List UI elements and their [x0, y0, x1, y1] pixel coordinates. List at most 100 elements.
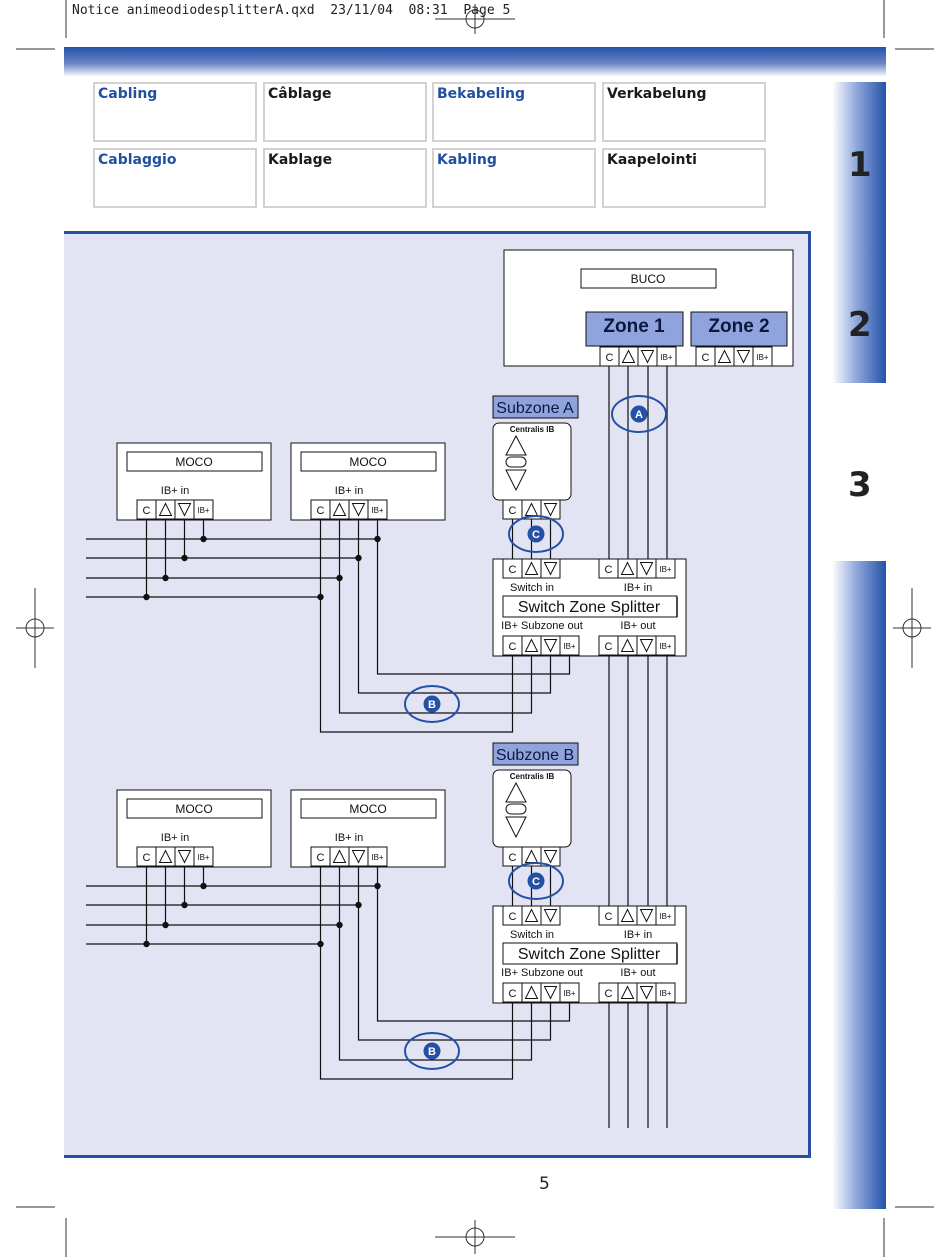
subzone-b-moco-label-box-2	[300, 798, 437, 819]
subzone-b-ib-in-ib	[655, 905, 676, 926]
junction-dot	[200, 882, 207, 890]
subzone-a-label-b-ellipse	[404, 685, 460, 723]
subzone-a-moco-ib-in-2: IB+ in	[335, 485, 363, 497]
subzone-a-label: Subzone A	[496, 400, 574, 417]
up-arrow-icon	[158, 502, 173, 516]
subzone-b-ib-out-label: IB+ out	[620, 967, 655, 979]
subzone-b-label-c-badge	[527, 872, 545, 890]
up-arrow-icon	[621, 349, 636, 363]
section-number-1: 1	[848, 145, 872, 185]
subzone-a-ib-in-ib-label: IB+	[659, 565, 672, 574]
subzone-b-switch-in-label: Switch in	[510, 929, 554, 941]
zone1-terminal-ib-label: IB+	[660, 353, 673, 362]
subzone-b-label-b-badge	[423, 1042, 441, 1060]
zone1-terminal-c-label: C	[606, 352, 614, 364]
language-box-nl: Bekabeling	[432, 82, 596, 142]
subzone-b-label-b-letter: B	[428, 1046, 436, 1058]
subzone-a-centralis-terminal-c-label: C	[509, 505, 517, 517]
label-a-ellipse	[611, 395, 667, 433]
subzone-b-switch-in-c-label: C	[509, 911, 517, 923]
up-arrow-icon	[158, 849, 173, 863]
subzone-b-subzone-out-ib-label: IB+	[563, 989, 576, 998]
subzone-b-ib-in-label: IB+ in	[624, 929, 652, 941]
subzone-b-label-c-letter: C	[532, 876, 540, 888]
subzone-b-ib-out-ib	[655, 982, 676, 1003]
down-arrow-icon	[736, 350, 751, 364]
subzone-b-subzone-out-label: IB+ Subzone out	[501, 967, 583, 979]
junction-dot	[143, 940, 150, 948]
subzone-b-moco-terminal-2-c-label: C	[317, 852, 325, 864]
down-arrow-icon	[639, 639, 654, 653]
subzone-a-label-c-ellipse	[508, 515, 564, 553]
zone2-label: Zone 2	[708, 316, 769, 337]
subzone-a-ib-in-ib	[655, 558, 676, 579]
down-arrow-icon	[177, 503, 192, 517]
down-arrow-icon	[640, 350, 655, 364]
down-arrow-icon	[543, 562, 558, 576]
junction-dot	[143, 593, 150, 601]
language-box-it: Cablaggio	[93, 148, 257, 208]
subzone-a-label-c-badge	[527, 525, 545, 543]
subzone-b-label: Subzone B	[496, 747, 574, 764]
subzone-a-switch-in-label: Switch in	[510, 582, 554, 594]
zone1-header	[585, 311, 684, 347]
subzone-b-subzone-out-c-label: C	[509, 988, 517, 1000]
subzone-b-ib-out-ib-label: IB+	[659, 989, 672, 998]
subzone-b-moco-label-1: MOCO	[175, 802, 212, 816]
language-label: Cabling	[98, 86, 158, 102]
language-label: Kabling	[437, 152, 497, 168]
subzone-a-moco-terminal-1-c-label: C	[143, 505, 151, 517]
zone2-terminal-c-label: C	[702, 352, 710, 364]
subzone-b-moco-terminal-1-c-label: C	[143, 852, 151, 864]
subzone-a-ib-out-label: IB+ out	[620, 620, 655, 632]
language-box-sv: Kablage	[263, 148, 427, 208]
buco-label-box	[580, 268, 717, 289]
language-label: Bekabeling	[437, 86, 526, 102]
buco-label: BUCO	[631, 272, 666, 286]
stop-button-icon	[505, 456, 527, 468]
subzone-b-header	[492, 742, 579, 766]
down-arrow-icon	[543, 503, 558, 517]
junction-dot	[162, 921, 169, 929]
down-arrow-icon	[351, 850, 366, 864]
subzone-a-moco-ib-in-1: IB+ in	[161, 485, 189, 497]
language-label: Kablage	[268, 152, 333, 168]
subzone-a-subzone-out-ib-label: IB+	[563, 642, 576, 651]
file-slug: Notice animeodiodesplitterA.qxd 23/11/04…	[72, 3, 511, 18]
down-arrow-icon	[543, 639, 558, 653]
return-wire	[338, 925, 533, 1061]
subzone-a-moco-label-1: MOCO	[175, 455, 212, 469]
up-arrow-icon	[505, 434, 527, 456]
subzone-a-moco-terminal-1-ib-label: IB+	[197, 506, 210, 515]
return-wire	[376, 886, 571, 1022]
up-arrow-icon	[620, 908, 635, 922]
subzone-a-moco-label-box-2	[300, 451, 437, 472]
up-arrow-icon	[524, 561, 539, 575]
junction-dot	[162, 574, 169, 582]
down-arrow-icon	[543, 909, 558, 923]
subzone-b-moco-ib-in-2: IB+ in	[335, 832, 363, 844]
language-label: Verkabelung	[607, 86, 707, 102]
up-arrow-icon	[620, 638, 635, 652]
down-arrow-icon	[177, 850, 192, 864]
subzone-a-ib-out-ib	[655, 635, 676, 656]
subzone-a-moco-terminal-2-ib-label: IB+	[371, 506, 384, 515]
up-arrow-icon	[620, 985, 635, 999]
subzone-a-splitter-title: Switch Zone Splitter	[518, 599, 661, 616]
zone2-terminal-ib	[752, 346, 773, 367]
language-box-fr: Câblage	[263, 82, 427, 142]
subzone-b-label-b-ellipse	[404, 1032, 460, 1070]
up-arrow-icon	[524, 908, 539, 922]
zone2-header	[690, 311, 788, 347]
subzone-a-ib-out-ib-label: IB+	[659, 642, 672, 651]
subzone-a-moco-terminal-2-c-label: C	[317, 505, 325, 517]
subzone-b-moco-label-2: MOCO	[349, 802, 386, 816]
subzone-b-moco-terminal-2-ib-label: IB+	[371, 853, 384, 862]
subzone-a-label-b-badge	[423, 695, 441, 713]
down-arrow-icon	[543, 986, 558, 1000]
down-arrow-icon	[543, 850, 558, 864]
subzone-a-centralis-label: Centralis IB	[510, 425, 555, 434]
language-label: Câblage	[268, 86, 332, 102]
